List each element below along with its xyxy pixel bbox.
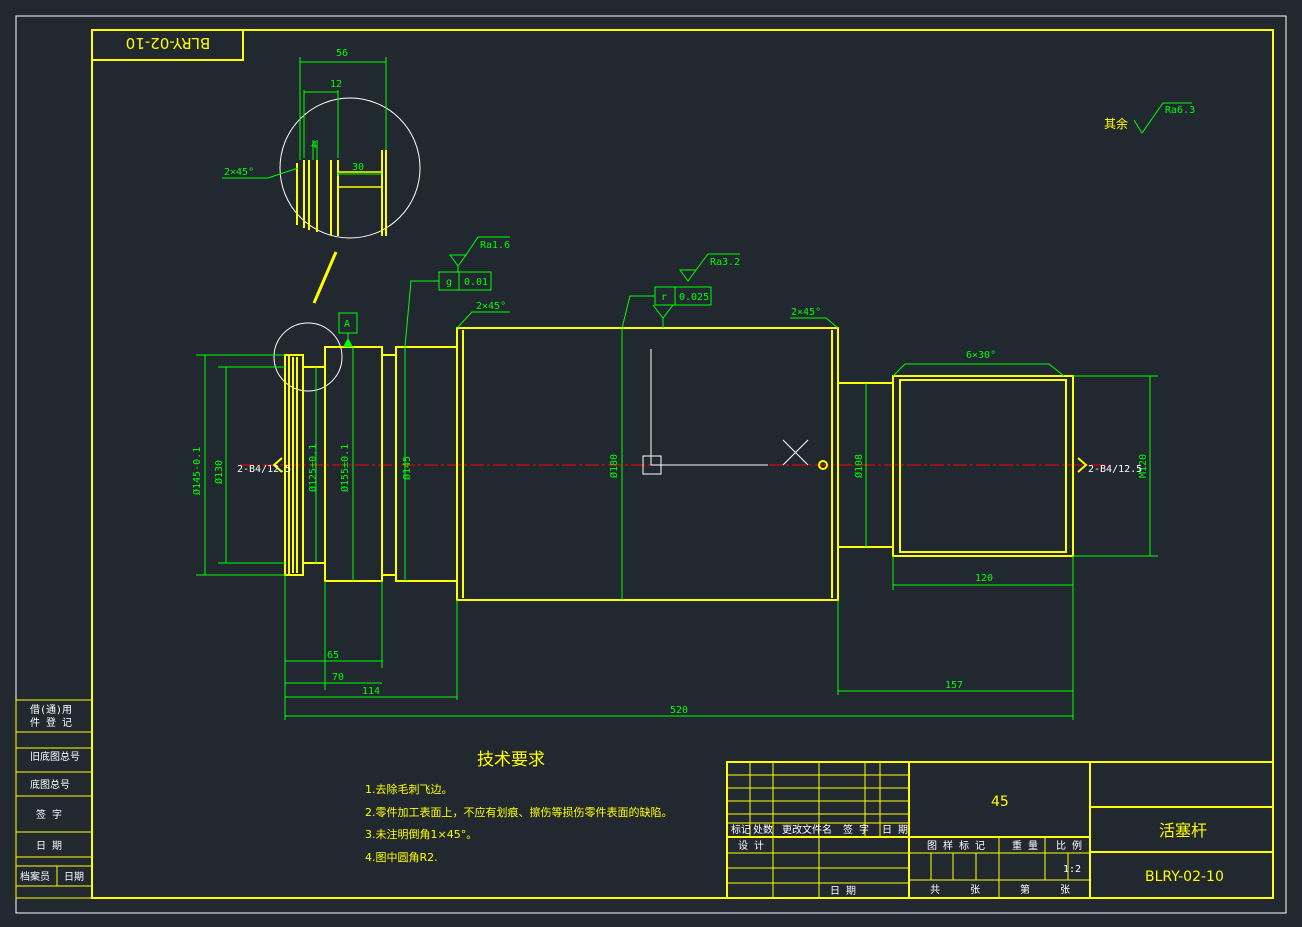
- center-hole-left-mark: [272, 457, 283, 473]
- chamfer-1: 2×45°: [476, 301, 506, 312]
- tolerance-frame-2: [621, 253, 740, 329]
- dim-d8: M120: [1138, 454, 1149, 478]
- dim-d6: Ø180: [608, 454, 620, 478]
- dim-d2: Ø130: [213, 460, 225, 484]
- center-hole-right-mark: [1077, 457, 1088, 473]
- side-row-4: 底图总号: [30, 778, 70, 791]
- tb-header-4: 签 字: [843, 823, 869, 836]
- roughness-symbol-general: [1133, 102, 1192, 134]
- chamfer-leader-2: [790, 317, 839, 329]
- thread-chamfer: 6×30°: [966, 350, 996, 361]
- tb-part-name: 活塞杆: [1159, 821, 1207, 840]
- side-row-5: 签 字: [36, 808, 62, 821]
- center-hole-left: 2-B4/12.5: [237, 464, 291, 475]
- tb-ratio: 比 例: [1056, 839, 1082, 852]
- center-hole-right: 2-B4/12.5: [1088, 464, 1142, 475]
- rotated-code-box: [91, 29, 244, 61]
- tolerance-frame-1: [404, 236, 510, 348]
- datum-label: A: [344, 319, 350, 330]
- tb-drawing-no: BLRY-02-10: [1145, 869, 1224, 885]
- tb-weight: 重 量: [1012, 839, 1038, 852]
- thread-chamfer-line: [892, 363, 1065, 377]
- detail-contents: [222, 57, 387, 236]
- length-65: 65: [327, 650, 339, 661]
- tb-header-3: 更改文件名: [782, 823, 832, 836]
- tb-design: 设 计: [738, 839, 764, 852]
- tech-item-1: 1.去除毛刺飞边。: [365, 782, 453, 796]
- tb-header-2: 处数: [753, 823, 773, 836]
- tech-item-3: 3.未注明倒角1×45°。: [365, 827, 477, 841]
- center-point: [818, 460, 828, 470]
- side-table: [15, 699, 93, 899]
- roughness-2: Ra3.2: [710, 257, 740, 268]
- tolerance-2-symbol: r: [661, 292, 667, 303]
- ucs-icon: [642, 349, 809, 475]
- diameter-dim-lines: [196, 328, 1158, 600]
- datum-triangle: [343, 338, 353, 347]
- surface-note-roughness: Ra6.3: [1165, 105, 1195, 116]
- detail-dim-56: 56: [336, 48, 348, 59]
- detail-dim-30: 30: [352, 162, 364, 173]
- tb-date: 日 期: [830, 885, 856, 897]
- tech-item-4: 4.图中圆角R2.: [365, 851, 438, 864]
- length-114: 114: [362, 686, 380, 697]
- tolerance-1-value: 0.01: [464, 277, 488, 288]
- tb-header-5: 日 期: [882, 824, 908, 836]
- roughness-1: Ra1.6: [480, 240, 510, 251]
- tolerance-2-value: 0.025: [679, 292, 709, 303]
- detail-dim-12: 12: [330, 79, 342, 90]
- chamfer-2: 2×45°: [791, 307, 821, 318]
- tb-sheet-total: 共 张: [930, 884, 980, 896]
- tb-material: 45: [991, 794, 1009, 810]
- detail-leader: [312, 251, 338, 304]
- side-bottom-2: 日期: [64, 871, 84, 883]
- side-row-1: 借(通)用: [30, 704, 72, 716]
- side-row-2: 件 登 记: [30, 716, 72, 729]
- tb-sheet-no: 第 张: [1020, 883, 1070, 896]
- outer-border: [15, 15, 1287, 914]
- chamfer-leader-1: [456, 311, 510, 329]
- tolerance-1-symbol: g: [446, 277, 452, 288]
- dim-d3: Ø125±0.1: [307, 444, 319, 492]
- surface-note-prefix: 其余: [1104, 116, 1128, 131]
- length-70: 70: [332, 672, 344, 683]
- detail-circle: [279, 97, 421, 239]
- length-157: 157: [945, 680, 963, 691]
- dim-d7: Ø108: [853, 454, 865, 478]
- tb-stage: 图 样 标 记: [927, 839, 985, 852]
- length-120: 120: [975, 573, 993, 584]
- detail-chamfer: 2×45°: [224, 167, 254, 178]
- tb-scale: 1:2: [1063, 864, 1081, 875]
- dim-d5: Ø145: [401, 456, 413, 480]
- dim-d4: Ø155±0.1: [339, 444, 351, 492]
- rotated-drawing-number: BLRY-02-10: [126, 34, 211, 52]
- tech-item-2: 2.零件加工表面上，不应有划痕、擦伤等损伤零件表面的缺陷。: [365, 805, 673, 819]
- length-520: 520: [670, 705, 688, 716]
- length-dim-lines: [284, 556, 1074, 720]
- side-bottom-1: 档案员: [20, 870, 50, 883]
- tb-header-1: 标记: [731, 824, 751, 836]
- side-row-6: 日 期: [36, 840, 62, 852]
- inner-border: [91, 29, 1274, 899]
- detail-marker-circle: [273, 322, 343, 392]
- detail-dim-4: 4: [311, 140, 317, 151]
- tech-title: 技术要求: [477, 750, 545, 770]
- title-block-grid: [726, 761, 1274, 899]
- dim-d1: Ø145-0.1: [191, 447, 203, 495]
- side-row-3: 旧底图总号: [30, 750, 80, 763]
